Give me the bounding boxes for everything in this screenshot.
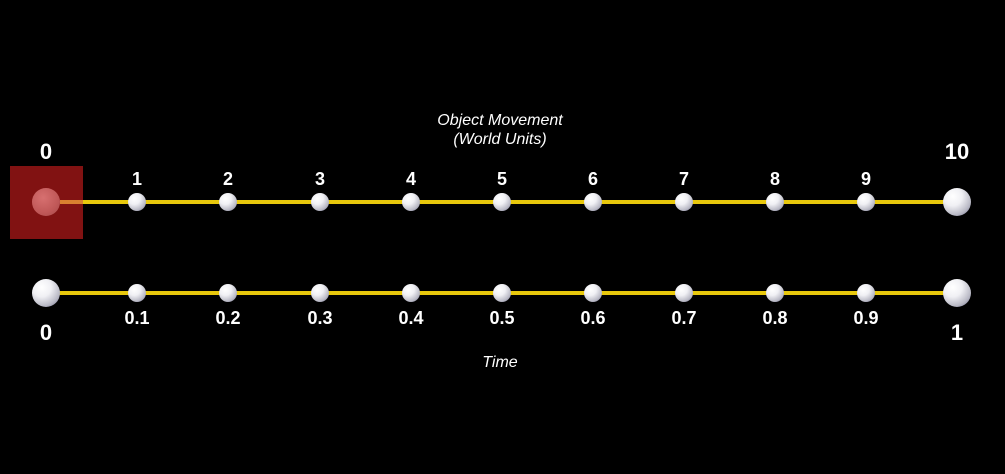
world-unit-tick-label: 9 xyxy=(860,169,871,189)
time-ball-icon xyxy=(219,284,237,302)
world-unit-ball-icon xyxy=(128,193,146,211)
world-unit-ball-icon xyxy=(493,193,511,211)
world-unit-tick-label: 2 xyxy=(222,169,233,189)
time-tick-label: 0.3 xyxy=(307,308,333,328)
diagram-title: Object Movement (World Units) xyxy=(400,111,600,149)
time-ball-icon xyxy=(766,284,784,302)
time-ball-icon xyxy=(311,284,329,302)
world-unit-tick-label: 0 xyxy=(39,139,53,164)
world-unit-tick-label: 8 xyxy=(769,169,780,189)
time-tick-label: 0.6 xyxy=(580,308,606,328)
time-axis-label: Time xyxy=(482,354,518,371)
time-tick-label: 1 xyxy=(950,320,964,345)
marker-track-segment xyxy=(60,200,83,204)
time-tick-label: 0.1 xyxy=(124,308,150,328)
time-ball-icon xyxy=(493,284,511,302)
world-unit-ball-icon xyxy=(766,193,784,211)
time-tick-label: 0 xyxy=(39,320,53,345)
time-tick-label: 0.2 xyxy=(215,308,241,328)
time-ball-icon xyxy=(32,279,60,307)
world-unit-ball-icon xyxy=(584,193,602,211)
title-line-1: Object Movement xyxy=(437,112,563,129)
title-line-2: (World Units) xyxy=(453,131,547,148)
world-unit-ball-icon xyxy=(943,188,971,216)
time-tick-label: 0.9 xyxy=(853,308,879,328)
world-unit-ball-icon xyxy=(675,193,693,211)
world-unit-ball-icon xyxy=(857,193,875,211)
world-unit-ball-icon xyxy=(219,193,237,211)
world-unit-tick-label: 3 xyxy=(314,169,325,189)
marker-ball-icon xyxy=(32,188,60,216)
world-unit-ball-icon xyxy=(402,193,420,211)
time-tick-label: 0.5 xyxy=(489,308,515,328)
world-unit-tick-label: 6 xyxy=(587,169,598,189)
time-ball-icon xyxy=(857,284,875,302)
world-unit-ball-icon xyxy=(311,193,329,211)
world-unit-tick-label: 5 xyxy=(496,169,507,189)
time-ball-icon xyxy=(943,279,971,307)
world-unit-tick-label: 1 xyxy=(131,169,142,189)
world-unit-tick-label: 4 xyxy=(405,169,416,189)
world-unit-tick-label: 10 xyxy=(944,139,970,164)
time-ball-icon xyxy=(584,284,602,302)
world-unit-tick-label: 7 xyxy=(678,169,689,189)
time-tick-label: 0.4 xyxy=(398,308,424,328)
time-ball-icon xyxy=(675,284,693,302)
time-tick-label: 0.8 xyxy=(762,308,788,328)
time-ball-icon xyxy=(128,284,146,302)
time-ball-icon xyxy=(402,284,420,302)
time-tick-label: 0.7 xyxy=(671,308,697,328)
